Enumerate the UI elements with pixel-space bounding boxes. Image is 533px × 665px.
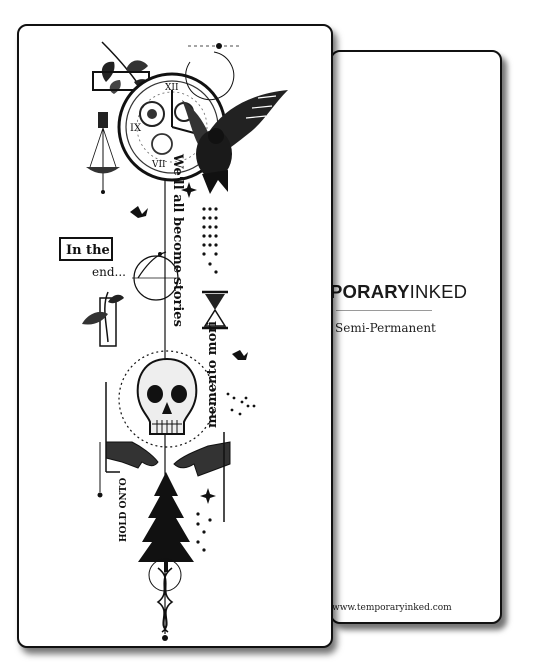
box-text: In the <box>66 243 110 258</box>
brand-logo: PORARYINKED <box>330 281 468 302</box>
product-subtitle: Semi-Permanent <box>335 321 436 335</box>
front-card: IX XII VII We'll all become stories <box>17 24 333 648</box>
hand-icon <box>173 441 231 477</box>
bird-icon <box>130 206 148 218</box>
dot-pattern <box>202 207 218 274</box>
tree-icon <box>138 472 194 572</box>
box-text-end: end... <box>92 265 126 279</box>
dot-pattern <box>226 392 256 416</box>
hold-text: HOLD ONTO <box>119 478 129 542</box>
memento-text: memento mori <box>205 321 220 428</box>
website-url: www.temporaryinked.com <box>332 603 452 613</box>
halo-circle <box>118 350 216 448</box>
hourglass-icon <box>202 290 228 330</box>
quote-text: We'll all become stories <box>170 153 185 327</box>
sparkle-icon <box>200 488 216 504</box>
bird-icon <box>232 350 248 360</box>
hand-icon <box>105 441 159 469</box>
svg-text:VII: VII <box>151 160 166 170</box>
brand-divider <box>336 310 432 311</box>
orbit-arc <box>185 51 235 101</box>
sparkle-icon <box>181 182 197 198</box>
scales-icon <box>86 112 120 194</box>
svg-text:IX: IX <box>130 123 142 134</box>
tattoo-artwork: IX XII VII We'll all become stories <box>59 41 288 641</box>
svg-text:XII: XII <box>165 83 179 93</box>
in-the-box <box>59 237 113 261</box>
eagle-icon <box>182 90 288 194</box>
skull-icon <box>136 357 198 435</box>
dna-icon <box>156 567 174 633</box>
back-card <box>330 50 502 624</box>
plant-icon <box>82 291 124 347</box>
dot-pattern <box>196 512 212 552</box>
